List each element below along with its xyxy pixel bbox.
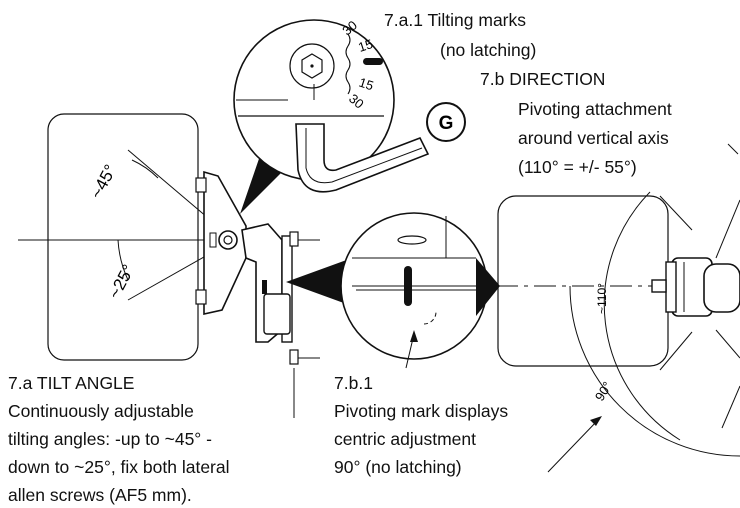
- allen-key-edge: [305, 128, 423, 184]
- tilt-angle-line1: Continuously adjustable: [8, 401, 194, 421]
- right-mount-tab: [651, 279, 667, 293]
- tilt-angle-line3: down to ~25°, fix both lateral: [8, 457, 230, 477]
- scale-15-top: 15: [356, 36, 374, 55]
- tilting-marks-title: 7.a.1 Tilting marks: [384, 10, 526, 30]
- arm-lug-bottom: [289, 349, 299, 365]
- allen-key: [295, 123, 430, 193]
- pivot-range-angle: ~110°: [595, 283, 609, 314]
- arm-clamp: [263, 293, 291, 335]
- badge-g: [426, 102, 466, 142]
- arm-base-plate: [281, 235, 293, 343]
- right-mount-arm: [703, 263, 740, 313]
- tilt-down-angle: ~25°: [105, 261, 139, 301]
- callout-wedge-middle: [286, 258, 352, 306]
- tilt-angle-line2: tilting angles: -up to ~45° -: [8, 429, 212, 449]
- direction-line1: Pivoting attachment: [518, 99, 672, 119]
- pivot-screw-outer: [218, 230, 238, 250]
- range-line-right-bottom: [715, 329, 740, 359]
- mirror-head-left: [47, 113, 199, 361]
- mount-bolt-bottom: [195, 289, 207, 305]
- pivot-mark-line2: centric adjustment: [334, 429, 477, 449]
- pivot-mark-title: 7.b.1: [334, 373, 373, 393]
- direction-title: 7.b DIRECTION: [480, 69, 606, 89]
- pivot-range-arc: [603, 191, 681, 441]
- tilt-indicator-mark: [363, 58, 383, 65]
- tilt-angle-line4: allen screws (AF5 mm).: [8, 485, 192, 505]
- direction-line3: (110° = +/- 55°): [518, 157, 637, 177]
- arm-mark: [262, 280, 267, 294]
- mirror-head-right: [497, 195, 669, 367]
- range-line-right-top: [715, 199, 740, 259]
- pivot-mark-line1: Pivoting mark displays: [334, 401, 509, 421]
- pivot-screw-inner: [223, 235, 233, 245]
- scale-arc: [345, 33, 351, 95]
- range-line-top: [659, 195, 693, 231]
- tilt-up-arc: [131, 159, 159, 179]
- pivot-dashed-arc: [423, 311, 437, 325]
- range-line-bottom: [659, 331, 693, 371]
- badge-g-letter: G: [439, 113, 454, 134]
- pivot-mark-line3: 90° (no latching): [334, 457, 462, 477]
- leader-pivot-center-arrowhead: [590, 416, 602, 426]
- scale-15-bottom: 15: [357, 75, 375, 94]
- pivot-lens-mark: [397, 235, 427, 245]
- tilting-marks-note: (no latching): [440, 40, 537, 60]
- pivot-center-angle: 90°: [592, 379, 615, 404]
- arm-lug-top: [289, 231, 299, 247]
- direction-line2: around vertical axis: [518, 128, 669, 148]
- hex-socket-ring: [289, 43, 335, 89]
- hex-socket: [301, 53, 323, 79]
- leader-pivot-arrowhead: [410, 330, 418, 342]
- leader-pivot-center: [547, 419, 599, 473]
- hex-center-dot: [310, 64, 314, 68]
- leader-direction: [727, 143, 739, 155]
- mount-bolt-top: [195, 177, 207, 193]
- right-mount-plate: [665, 261, 677, 313]
- pivot-indicator-mark: [404, 266, 412, 306]
- tilt-angle-title: 7.a TILT ANGLE: [8, 373, 135, 393]
- pivot-center-arc: [569, 285, 740, 457]
- tilt-up-angle: ~45°: [87, 161, 121, 201]
- range-line-far: [721, 385, 740, 429]
- tilt-down-arc: [117, 239, 129, 281]
- screw-slot: [209, 232, 217, 248]
- callout-wedge-right: [476, 258, 500, 316]
